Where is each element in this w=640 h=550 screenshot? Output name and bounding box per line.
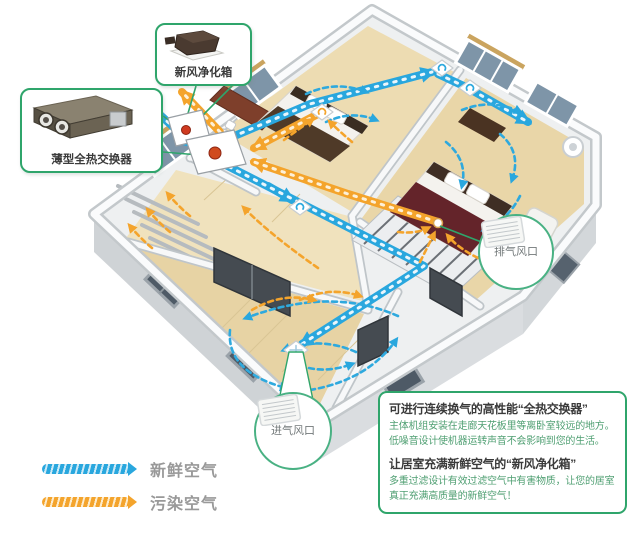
exhaust-vent-label: 排气风口	[494, 246, 538, 258]
legend-label-polluted: 污染空气	[150, 496, 219, 513]
legend: 新鲜空气 污染空气	[42, 456, 218, 522]
callout-intake-vent: 进气风口	[254, 392, 332, 470]
polluted-air-room-arrows	[127, 117, 480, 312]
callout-exhaust-vent: 排气风口	[478, 214, 554, 290]
wall-fan-icon	[562, 136, 584, 158]
intake-grille-icon	[256, 394, 302, 426]
purifier-label: 新风净化箱	[174, 67, 233, 80]
legend-item-fresh-air: 新鲜空气	[42, 456, 218, 482]
exchanger-unit-icon	[24, 93, 159, 154]
callout-purifier: 新风净化箱	[155, 23, 252, 86]
desk	[458, 108, 506, 142]
intake-vent-label: 进气风口	[271, 425, 315, 437]
fresh-air-arrow-icon	[42, 462, 137, 476]
info-body-purifier: 多重过滤设计有效过滤空气中有害物质，让您的居室真正充满高质量的新鲜空气！	[389, 476, 615, 502]
purifier-unit-icon	[159, 28, 248, 67]
legend-item-polluted-air: 污染空气	[42, 489, 218, 515]
exhaust-leader	[439, 225, 485, 244]
interior-walls	[123, 65, 485, 413]
callout-leaders	[162, 85, 485, 401]
exhaust-grille-icon	[480, 216, 526, 248]
polluted-air-arrow-icon	[42, 495, 137, 509]
info-box: 可进行连续换气的高性能“全热交换器” 主体机组安装在走廊天花板里等离卧室较远的地…	[378, 391, 627, 514]
installed-units	[167, 109, 247, 175]
callout-exchanger: 薄型全热交换器	[20, 88, 163, 173]
info-heading-purifier: 让居室充满新鲜空气的“新风净化箱”	[389, 457, 576, 471]
exchanger-label: 薄型全热交换器	[51, 154, 132, 167]
info-body-exchanger: 主体机组安装在走廊天花板里等离卧室较远的地方。低噪音设计使机器运转声音不会影响到…	[389, 421, 615, 447]
furniture	[209, 85, 584, 368]
exhaust-point-icon	[432, 217, 444, 229]
sideboard	[209, 85, 277, 131]
doors	[213, 246, 463, 368]
info-heading-exchanger: 可进行连续换气的高性能“全热交换器”	[389, 402, 588, 416]
legend-label-fresh: 新鲜空气	[150, 463, 219, 480]
